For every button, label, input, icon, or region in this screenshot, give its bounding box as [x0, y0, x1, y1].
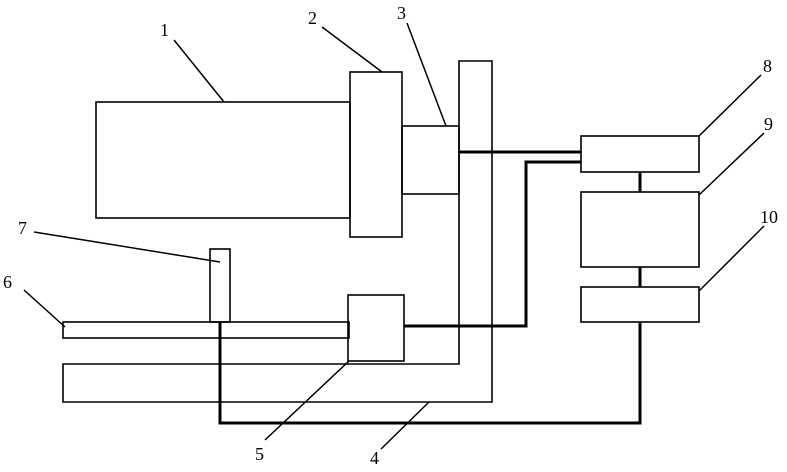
leader-9 [699, 133, 764, 195]
leader-4 [381, 402, 429, 449]
leader-7 [34, 232, 220, 262]
leader-10 [699, 226, 764, 291]
component-4-frame [63, 61, 492, 402]
leader-6 [24, 290, 65, 327]
component-7-post [210, 249, 230, 322]
component-2-flange [350, 72, 402, 237]
leader-3 [407, 23, 446, 126]
leader-5 [265, 361, 349, 440]
component-5-box [348, 295, 404, 361]
label-7: 7 [18, 218, 27, 238]
label-4: 4 [370, 448, 379, 467]
label-9: 9 [764, 114, 773, 134]
label-8: 8 [763, 56, 772, 76]
wire-7-to-10 [220, 322, 640, 423]
label-1: 1 [160, 20, 169, 40]
leader-8 [699, 75, 761, 136]
label-2: 2 [308, 8, 317, 28]
component-1-body [96, 102, 350, 218]
label-10: 10 [760, 207, 778, 227]
component-8-box [581, 136, 699, 172]
component-6-rod [63, 322, 349, 338]
component-9-box [581, 192, 699, 267]
leader-2 [322, 27, 382, 72]
label-5: 5 [255, 444, 264, 464]
component-10-box [581, 287, 699, 322]
leader-1 [174, 40, 224, 102]
component-3-coupling [402, 126, 459, 194]
label-6: 6 [3, 272, 12, 292]
label-3: 3 [397, 3, 406, 23]
